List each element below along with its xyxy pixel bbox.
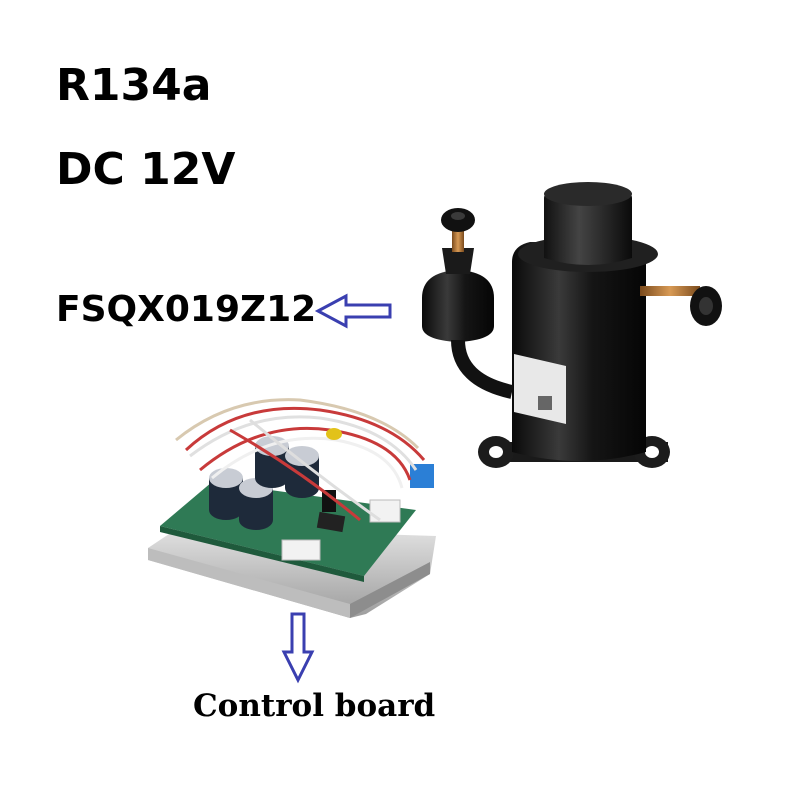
refrigerant-spec: R134a [56, 60, 212, 111]
compressor [422, 182, 722, 468]
pcb-edge [160, 526, 364, 582]
board-heatsink-side [350, 562, 430, 618]
connector-right [369, 499, 401, 523]
discharge-tube [640, 286, 700, 296]
compressor-qr-code [538, 396, 552, 410]
transistor [322, 490, 336, 512]
down-arrow-icon [281, 612, 315, 684]
control-board-label: Control board [193, 688, 436, 724]
compressor-top-cap [544, 186, 632, 265]
connector-white [281, 539, 321, 561]
accumulator-neck [442, 248, 474, 274]
accumulator-pipe [451, 339, 514, 399]
control-board [148, 398, 436, 618]
compressor-mount-hole-right [645, 446, 659, 458]
compressor-cap-top [544, 182, 632, 206]
compressor-label-sticker [514, 354, 566, 424]
suction-tube-cap-inner [451, 212, 465, 220]
compressor-mount-hole-left [489, 446, 503, 458]
compressor-model-label: FSQX019Z12 [56, 289, 317, 330]
suction-tube [452, 226, 464, 252]
board-heatsink-edge [148, 548, 350, 618]
ic-chip [316, 511, 346, 533]
cable-tie [326, 428, 342, 440]
voltage-spec: DC 12V [56, 144, 236, 195]
left-arrow-icon [314, 293, 392, 329]
accumulator [422, 270, 494, 342]
discharge-tube-cap-inner [699, 297, 713, 315]
compressor-body [512, 242, 646, 461]
wire-bundle [175, 398, 426, 522]
